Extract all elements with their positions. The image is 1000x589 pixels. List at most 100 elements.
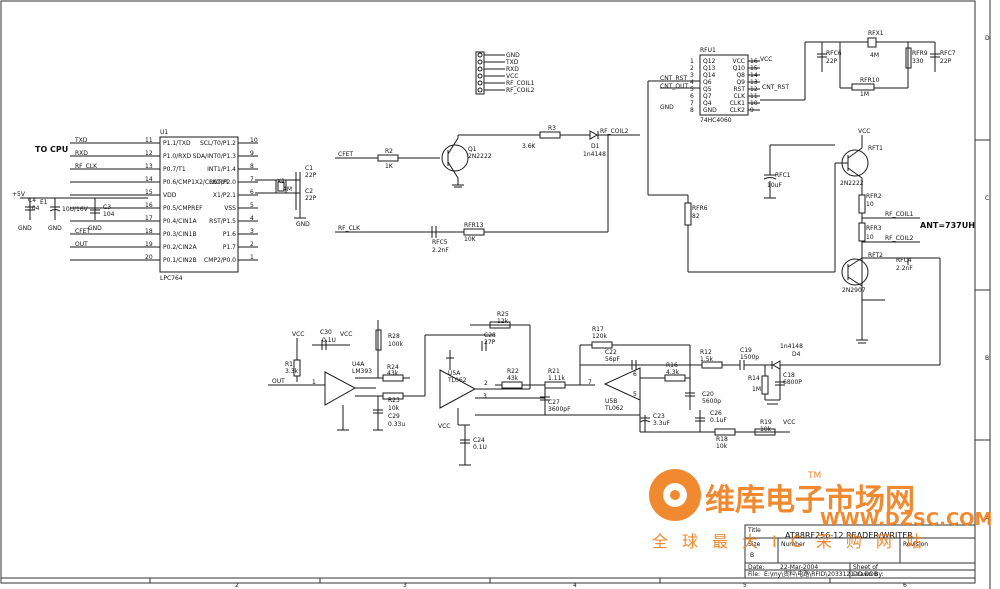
e1-value: 10U/16V <box>62 206 89 213</box>
e1-gnd: GND <box>48 225 62 232</box>
u1-left-pin-name: P0.5/CMPREF <box>163 205 203 212</box>
connector-pin <box>477 80 483 86</box>
file-value: E:\my\资料\电路\RFID\2033121-ID.DDB <box>764 570 878 578</box>
rfu1-left-pin-name: Q12 <box>703 58 716 65</box>
x1-value: 4M <box>283 186 292 193</box>
u4a-ref: U4A <box>352 361 365 368</box>
rfr13-ref: RFR13 <box>464 222 484 229</box>
c4-value: 104 <box>28 205 40 212</box>
net-vcc-rfu1: VCC <box>760 56 772 63</box>
border-col-5: 5 <box>743 582 747 589</box>
border-row-a: A <box>985 515 990 522</box>
r18-ref: R18 <box>716 436 728 443</box>
u1-left-pin-name: P0.7/T1 <box>163 166 186 173</box>
r25-ref: R25 <box>497 311 509 318</box>
analog-frontend: VCC R1 3.3k OUT C30 0.1U VCC U4A LM393 1… <box>268 311 940 466</box>
border-col-4: 4 <box>573 582 577 589</box>
d1-value: 1n4148 <box>583 151 606 158</box>
connector-pin-label: RF_COIL1 <box>506 80 535 87</box>
c19-value: 1500p <box>740 354 759 361</box>
size-label: Size <box>748 541 761 548</box>
rfu1-left-pin-name: Q5 <box>703 86 712 93</box>
output-stage: VCC RFT1 2N2222 RFC1 10uF RFR2 10 RF_COI… <box>763 128 975 365</box>
u1-right-pin-name: RST/P1.5 <box>209 218 236 225</box>
u1-right-pin-name: SDA/INT0/P1.3 <box>193 153 237 160</box>
r23-value: 10k <box>388 405 400 412</box>
x1-ref: X1 <box>277 178 285 185</box>
rfr2-value: 10 <box>866 201 874 208</box>
c22-ref: C22 <box>605 349 617 356</box>
r14-ref: R14 <box>748 375 760 382</box>
rfu1-right-pin-name: CLK2 <box>730 107 745 114</box>
c23-value: 3.3uF <box>653 420 670 427</box>
u1-left-pin-num: 16 <box>145 202 153 209</box>
r1-ref: R1 <box>285 361 293 368</box>
border-row-d: D <box>985 35 990 42</box>
u1-ref: U1 <box>160 129 168 136</box>
u1-left-pin-name: VDD <box>163 192 177 199</box>
r23-ref: R23 <box>388 397 400 404</box>
c27-value: 3600pF <box>548 406 571 413</box>
vcc-c30: VCC <box>340 331 352 338</box>
vcc-u5a: VCC <box>438 423 450 430</box>
net-cnt-rst-right: CNT_RST <box>762 84 789 91</box>
rfc6-value: 22P <box>826 58 838 65</box>
r28-ref: R28 <box>388 333 400 340</box>
c2-value: 22P <box>305 195 317 202</box>
rfu1-right-pin-name: RST <box>733 86 745 93</box>
border-col-2: 2 <box>235 582 239 589</box>
c3-value: 104 <box>103 211 115 218</box>
u1-right-pin-name: VSS <box>224 205 236 212</box>
r24-ref: R24 <box>387 364 399 371</box>
c29-ref: C29 <box>388 413 400 420</box>
u1-right-pin-name: P1.6 <box>223 231 236 238</box>
rfc6-ref: RFC6 <box>826 50 842 57</box>
brand-url: WWW.DZSC.COM <box>820 509 992 530</box>
rfc4-ref: RFC4 <box>896 257 912 264</box>
c18-ref: C18 <box>783 372 795 379</box>
vcc-rft1: VCC <box>858 128 870 135</box>
c2-ref: C2 <box>305 188 313 195</box>
net-gnd-rfu1: GND <box>660 104 674 111</box>
rfu1-right-pin-name: CLK1 <box>730 100 745 107</box>
u1-left-pin-num: 19 <box>145 241 153 248</box>
driver-q1: CFET R2 1K Q1 2N2222 R3 3.6K D1 1n4148 R… <box>335 125 835 273</box>
rfr2-ref: RFR2 <box>866 193 882 200</box>
c24-ref: C24 <box>473 437 485 444</box>
c26-ref: C26 <box>710 410 722 417</box>
connector-pin-label: GND <box>506 52 520 59</box>
date-value: 22-Mar-2004 <box>780 564 818 571</box>
c19-ref: C19 <box>740 347 752 354</box>
u1-left-pin-num: 11 <box>145 137 153 144</box>
u1-right-pin-name: RST/P2.0 <box>209 179 236 186</box>
rfc5-value: 2.2nF <box>432 247 449 254</box>
net-cnt-out: CNT_OUT <box>660 83 688 90</box>
rft2-ref: RFT2 <box>868 252 883 259</box>
u1-left-pin-num: 17 <box>145 215 153 222</box>
rfr10-ref: RFR10 <box>860 77 880 84</box>
rfu1-left-pin-name: Q4 <box>703 100 712 107</box>
u1-right-pin-num: 8 <box>250 163 254 170</box>
number-label: Number <box>781 541 806 548</box>
u1-right-pin-name: X1/P2.1 <box>213 192 236 199</box>
r1-value: 3.3k <box>285 368 299 375</box>
u1-left-pin-name: P0.6/CMP1X2/CLKOUT <box>163 179 229 186</box>
r3-value: 3.6K <box>522 143 537 150</box>
rfx1-value: 4M <box>870 52 879 59</box>
vcc-r1: VCC <box>292 331 304 338</box>
u5b-pin7: 7 <box>588 379 592 386</box>
c28-ref: C28 <box>484 332 496 339</box>
net-cnt-rst: CNT_RST <box>660 75 687 82</box>
brand-slogan: 全球最大IC采购网站 <box>652 532 936 551</box>
to-cpu-label: TO CPU <box>35 145 68 154</box>
r18-value: 10k <box>716 443 728 450</box>
u1-left-pin-name: P0.3/CIN1B <box>163 231 197 238</box>
rfu1-left-pin-name: Q13 <box>703 65 716 72</box>
net-rf-coil2-out: RF_COIL2 <box>885 235 914 242</box>
c24-value: 0.1U <box>473 444 487 451</box>
d4-ref: D4 <box>792 351 801 358</box>
d4-ref-label: 1n4148 <box>780 343 803 350</box>
rfr3-ref: RFR3 <box>866 225 882 232</box>
u5a-value: TL062 <box>447 377 467 384</box>
